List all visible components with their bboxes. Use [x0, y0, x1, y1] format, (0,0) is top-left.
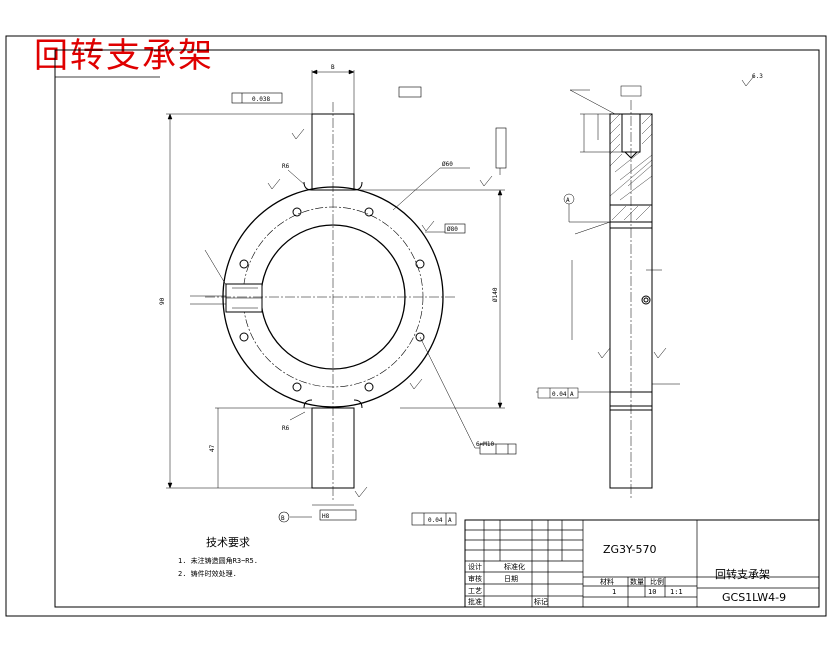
- tech-req-item-2: 2. 铸件时效处理.: [178, 569, 237, 578]
- tech-req-heading: 技术要求: [206, 536, 250, 549]
- part-number: ZG3Y-570: [603, 543, 656, 556]
- dim-r-top: R6: [282, 163, 290, 170]
- tb-process: 工艺: [468, 587, 482, 595]
- datum-a: A: [566, 197, 570, 204]
- overlay-title: 回转支承架: [34, 36, 214, 76]
- datum-b: B: [281, 515, 285, 522]
- tol-flatness: 0.04: [428, 517, 443, 524]
- front-dimensions: [166, 69, 505, 518]
- dim-r-bottom: R6: [282, 425, 290, 432]
- roughness-marks: [267, 75, 755, 498]
- side-dimensions: [536, 85, 680, 399]
- tb-weight: 10: [648, 588, 656, 596]
- title-block-text: ZG3Y-570 回转支承架 GCS1LW4-9 设计 审核 工艺 批准 标准化…: [468, 543, 786, 606]
- dim-fit: Ø60: [442, 161, 453, 168]
- dim-overall-height: 90: [159, 297, 166, 305]
- tb-designer: 设计: [468, 562, 482, 571]
- dim-bore: Ø80: [447, 226, 458, 233]
- tb-scale: 1:1: [670, 588, 683, 596]
- tb-approve: 批准: [468, 597, 482, 606]
- tb-sheet: 1: [612, 588, 616, 596]
- front-labels: B 0.038 90 47 Ø140 Ø60 Ø80 6×M10 R6 R6 H…: [159, 64, 499, 524]
- technical-requirements: 技术要求 1. 未注铸造圆角R3~R5. 2. 铸件时效处理.: [178, 536, 258, 578]
- dim-side-height: H8: [322, 513, 330, 520]
- tb-checker: 审核: [468, 574, 482, 583]
- title-block: [464, 519, 820, 608]
- tb-qty: 数量: [630, 577, 644, 586]
- drawing-frame: [54, 49, 820, 608]
- tb-mark: 标记: [534, 597, 548, 606]
- bolt-holes: [239, 207, 425, 392]
- tb-date: 日期: [504, 575, 518, 583]
- side-view: [609, 100, 653, 500]
- datum-a-ref-2: A: [570, 391, 574, 398]
- front-view: [205, 102, 455, 500]
- tol-parallel: 0.04: [552, 391, 567, 398]
- tb-material: 材料: [600, 577, 614, 586]
- datum-a-ref-1: A: [448, 517, 452, 524]
- dim-bolt-hole: 6×M10: [476, 441, 494, 448]
- dim-top-width: B: [331, 64, 335, 71]
- dim-right-height: Ø140: [492, 287, 499, 302]
- tolerance-frames: [231, 86, 517, 526]
- tb-ratio: 比例: [650, 577, 664, 586]
- side-labels: A 0.04 A: [552, 197, 574, 398]
- tech-req-item-1: 1. 未注铸造圆角R3~R5.: [178, 556, 258, 565]
- drawing-number: GCS1LW4-9: [722, 591, 786, 604]
- dim-tol-top: 0.038: [252, 96, 270, 103]
- dim-bore-center: 47: [209, 444, 216, 452]
- sheet-border: [5, 35, 827, 617]
- tb-standard: 标准化: [504, 562, 525, 571]
- drawing-title: 回转支承架: [715, 567, 770, 581]
- surface-finish: 6.3: [752, 73, 763, 80]
